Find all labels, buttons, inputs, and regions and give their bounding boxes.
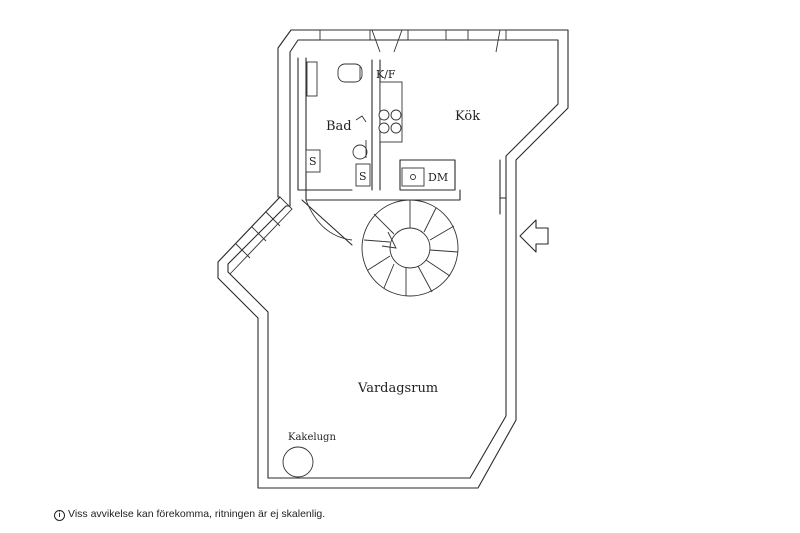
fixture-label-kakelugn: Kakelugn <box>288 432 336 443</box>
fixture-label-s1: S <box>309 155 317 168</box>
shower-s2 <box>355 163 371 187</box>
entrance-arrow-icon <box>519 219 549 253</box>
stove-burner <box>390 122 402 134</box>
sink-bathroom <box>352 144 368 160</box>
toilet-tank <box>337 63 363 83</box>
shower-s1 <box>305 149 321 173</box>
kitchen-fixtures <box>378 81 425 187</box>
interior-walls <box>297 57 507 246</box>
spiral-staircase <box>361 199 459 297</box>
top-windows <box>319 29 507 53</box>
stove-burner <box>378 122 390 134</box>
stove-burner <box>378 109 390 121</box>
bathroom-fixtures <box>305 61 371 187</box>
fixture-label-s2: S <box>359 170 367 183</box>
stove-burner <box>390 109 402 121</box>
disclaimer-text: Viss avvikelse kan förekomma, ritningen … <box>68 508 326 520</box>
fixture-label-kf: K/F <box>376 68 396 81</box>
info-icon: i <box>54 510 65 521</box>
room-label-kok: Kök <box>455 109 480 124</box>
kakelugn-icon <box>282 446 314 478</box>
room-label-vardagsrum: Vardagsrum <box>357 381 438 396</box>
bathtub <box>306 61 318 97</box>
room-label-bad: Bad <box>326 119 352 134</box>
bay-window <box>217 196 293 275</box>
fixture-label-dm: DM <box>428 171 448 184</box>
